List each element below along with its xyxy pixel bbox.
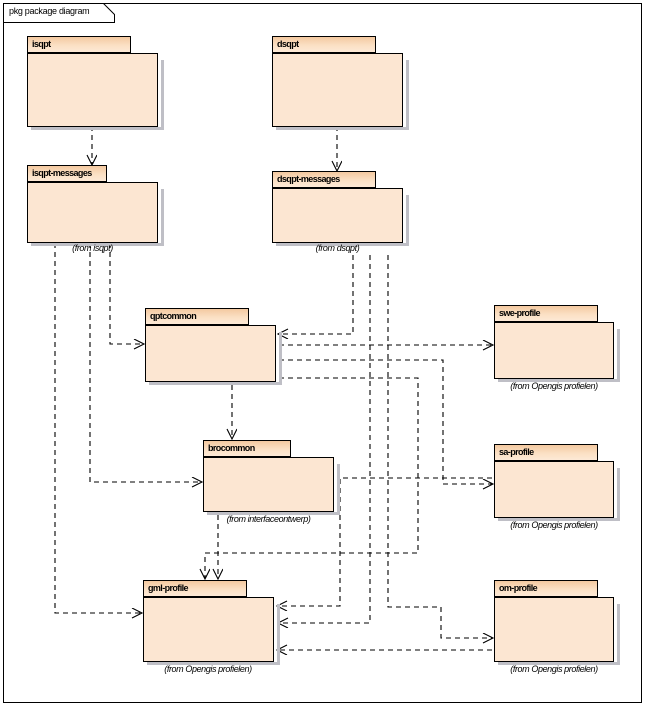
package-shadow — [147, 662, 280, 665]
package-tab — [203, 440, 291, 457]
package-tab — [494, 444, 598, 461]
package-body — [272, 53, 403, 127]
package-from-label: (from isqpt) — [72, 243, 113, 253]
package-shadow — [277, 604, 280, 665]
package-shadow — [31, 127, 164, 130]
diagram-frame-tab — [3, 3, 115, 23]
package-from-label: (from Opengis profielen) — [164, 664, 252, 674]
package-body — [145, 325, 276, 382]
package-shadow — [279, 332, 282, 385]
package-shadow — [406, 195, 409, 246]
package-name: sa-profile — [499, 447, 534, 457]
package-shadow — [161, 189, 164, 246]
package-name: brocommon — [208, 443, 255, 453]
package-name: gml-profile — [148, 583, 189, 593]
package-name: dsqpt — [277, 39, 299, 49]
package-body — [27, 182, 158, 243]
package-shadow — [406, 60, 409, 130]
package-tab — [494, 580, 598, 597]
package-shadow — [31, 243, 164, 246]
package-from-label: (from dsqpt) — [315, 243, 360, 253]
package-tab — [272, 171, 376, 188]
package-body — [494, 597, 614, 662]
package-tab — [494, 305, 598, 322]
package-name: isqpt — [32, 39, 51, 49]
package-name: qptcommon — [150, 311, 197, 321]
package-shadow — [617, 468, 620, 521]
package-name: isqpt-messages — [32, 168, 92, 178]
package-body — [494, 322, 614, 379]
package-tab — [27, 36, 131, 53]
package-from-label: (from Opengis profielen) — [510, 381, 598, 391]
package-from-label: (from Opengis profielen) — [510, 664, 598, 674]
package-shadow — [617, 604, 620, 665]
package-shadow — [337, 464, 340, 515]
package-body — [27, 53, 158, 127]
diagram-title: pkg package diagram — [9, 6, 90, 16]
package-shadow — [498, 518, 620, 521]
package-from-label: (from Opengis profielen) — [510, 520, 598, 530]
diagram-frame — [3, 3, 642, 703]
package-body — [494, 461, 614, 518]
package-shadow — [276, 243, 409, 246]
package-shadow — [498, 662, 620, 665]
package-tab — [27, 165, 107, 182]
package-tab — [143, 580, 247, 597]
package-shadow — [617, 329, 620, 382]
package-shadow — [207, 512, 340, 515]
package-shadow — [149, 382, 282, 385]
package-shadow — [161, 60, 164, 130]
package-body — [203, 457, 334, 512]
package-shadow — [498, 379, 620, 382]
package-body — [143, 597, 274, 662]
package-from-label: (from interfaceontwerp) — [226, 514, 311, 524]
package-body — [272, 188, 403, 243]
package-tab — [272, 36, 376, 53]
package-name: dsqpt-messages — [277, 174, 340, 184]
package-name: om-profile — [499, 583, 538, 593]
package-name: swe-profile — [499, 308, 541, 318]
package-tab — [145, 308, 249, 325]
package-shadow — [276, 127, 409, 130]
